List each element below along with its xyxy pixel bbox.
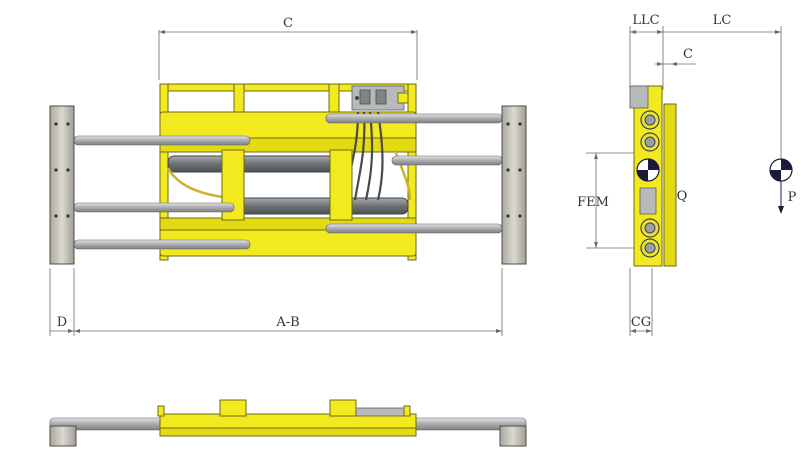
top-bracket-right <box>329 399 357 417</box>
label-cg: CG <box>631 315 651 330</box>
label-c-side: C <box>683 47 693 62</box>
label-llc: LLC <box>632 13 659 28</box>
front-view: C <box>49 16 527 336</box>
clamp-pad-right <box>501 105 527 265</box>
cylinder-lower <box>229 197 409 215</box>
label-lc: LC <box>713 13 732 28</box>
pad-bolts <box>54 122 522 218</box>
rod-middle-left <box>73 202 235 213</box>
valve-block <box>351 85 409 111</box>
center-bracket-left <box>221 149 245 221</box>
rod-lower-right <box>325 223 503 234</box>
frame-post-2 <box>328 83 340 115</box>
top-view <box>49 399 527 447</box>
top-bracket-left <box>219 399 247 417</box>
side-rings <box>640 110 660 258</box>
top-lug-right <box>403 405 411 417</box>
cylinder-upper <box>167 155 339 173</box>
frame-left-upright <box>159 83 169 261</box>
top-pad-left <box>49 425 77 447</box>
label-ab: A-B <box>275 315 299 330</box>
center-bracket-right <box>329 149 353 221</box>
rod-upper-left <box>73 135 251 146</box>
dimension-c-top: C <box>158 16 418 80</box>
dimension-d-ab: D A-B <box>49 268 503 336</box>
top-carriage-shade <box>159 427 417 437</box>
label-p: P <box>788 190 797 205</box>
side-valve <box>629 85 649 109</box>
top-valve <box>355 407 407 417</box>
p-load-marker: P <box>769 158 797 214</box>
q-cog-marker: Q <box>636 158 688 204</box>
dimension-fem: FEM <box>577 152 634 249</box>
side-bracket <box>639 187 657 215</box>
top-lug-left <box>157 405 165 417</box>
dimension-c-side: C <box>655 47 696 66</box>
label-d: D <box>57 315 67 330</box>
side-view: LLC LC C Q <box>577 13 797 336</box>
dimension-cg: CG <box>629 268 653 336</box>
label-c-top: C <box>283 16 293 31</box>
rod-lower-left <box>73 239 251 250</box>
label-q: Q <box>677 189 688 204</box>
top-pad-right <box>499 425 527 447</box>
rod-middle-right <box>391 155 503 166</box>
rod-upper-right <box>325 113 503 124</box>
side-fork-plate <box>663 103 677 267</box>
frame-right-upright <box>407 83 417 261</box>
frame-post-1 <box>233 83 245 115</box>
dimension-llc-lc: LLC LC <box>629 13 782 160</box>
label-fem: FEM <box>577 195 609 210</box>
clamp-pad-left <box>49 105 75 265</box>
